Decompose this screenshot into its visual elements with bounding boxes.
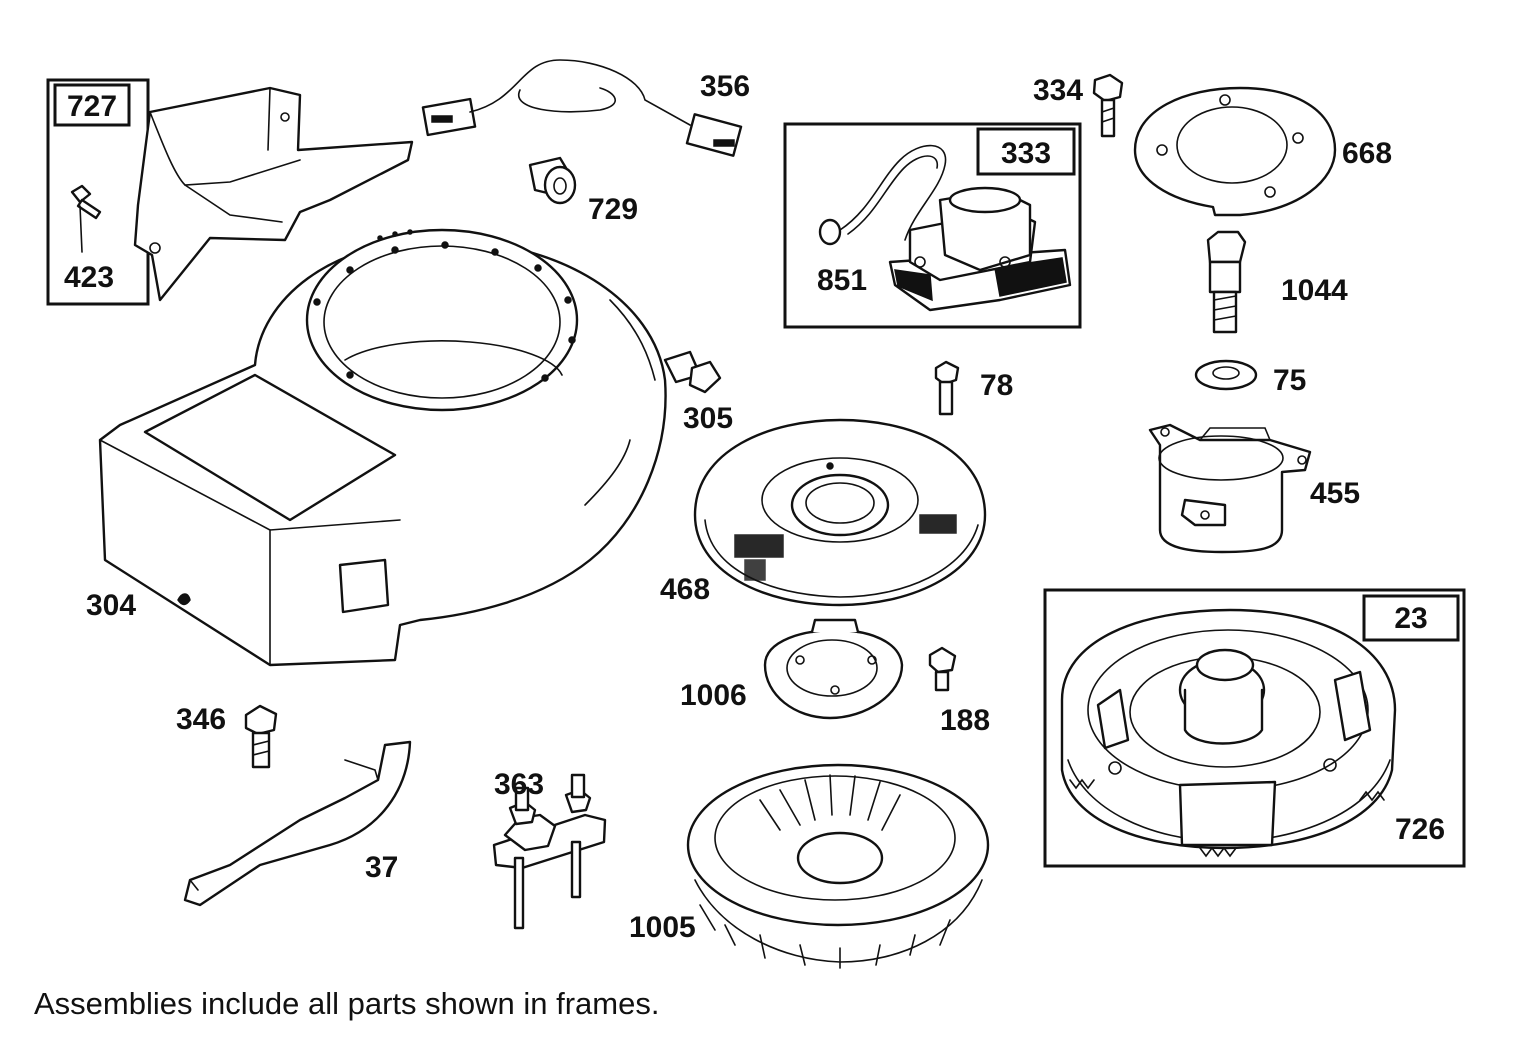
puller-363 — [492, 773, 607, 930]
blower-housing-304 — [98, 228, 667, 667]
screw-78 — [934, 360, 960, 416]
label-346: 346 — [176, 703, 226, 736]
fan-1005 — [686, 763, 990, 969]
washer-75 — [1194, 359, 1258, 391]
label-1044: 1044 — [1281, 274, 1348, 307]
grommet-729 — [528, 156, 577, 205]
label-1005: 1005 — [629, 911, 696, 944]
screw-188 — [928, 646, 957, 692]
label-851: 851 — [817, 264, 867, 297]
label-78: 78 — [980, 369, 1013, 402]
frame-727: 727 — [46, 78, 150, 306]
label-75: 75 — [1273, 364, 1306, 397]
label-729: 729 — [588, 193, 638, 226]
label-333: 333 — [1001, 137, 1051, 170]
label-363: 363 — [494, 768, 544, 801]
label-1006: 1006 — [680, 679, 747, 712]
label-468: 468 — [660, 573, 710, 606]
frame-23: 23 — [1043, 588, 1466, 868]
frame-333: 333 — [783, 122, 1082, 329]
plate-668 — [1133, 86, 1337, 217]
label-305: 305 — [683, 402, 733, 435]
caption: Assemblies include all parts shown in fr… — [34, 986, 660, 1021]
armature-851 — [818, 144, 1072, 312]
label-188: 188 — [940, 704, 990, 737]
label-37: 37 — [365, 851, 398, 884]
cup-455 — [1148, 423, 1312, 554]
label-455: 455 — [1310, 477, 1360, 510]
label-668: 668 — [1342, 137, 1392, 170]
bolt-334 — [1092, 73, 1124, 138]
label-727: 727 — [67, 90, 117, 123]
screw-346 — [244, 704, 278, 769]
label-423: 423 — [64, 261, 114, 294]
baffle-727 — [133, 86, 414, 302]
label-726: 726 — [1395, 813, 1445, 846]
screw-423 — [70, 184, 102, 253]
screen-468 — [693, 418, 987, 607]
stud-1044 — [1206, 230, 1247, 334]
flywheel-726 — [1060, 608, 1397, 858]
wire-356 — [421, 59, 743, 157]
label-356: 356 — [700, 70, 750, 103]
guide-37 — [183, 740, 412, 907]
label-23: 23 — [1394, 602, 1427, 635]
label-334: 334 — [1033, 74, 1083, 107]
ratchet-1006 — [763, 618, 904, 720]
screw-305 — [663, 350, 722, 394]
label-304: 304 — [86, 589, 136, 622]
